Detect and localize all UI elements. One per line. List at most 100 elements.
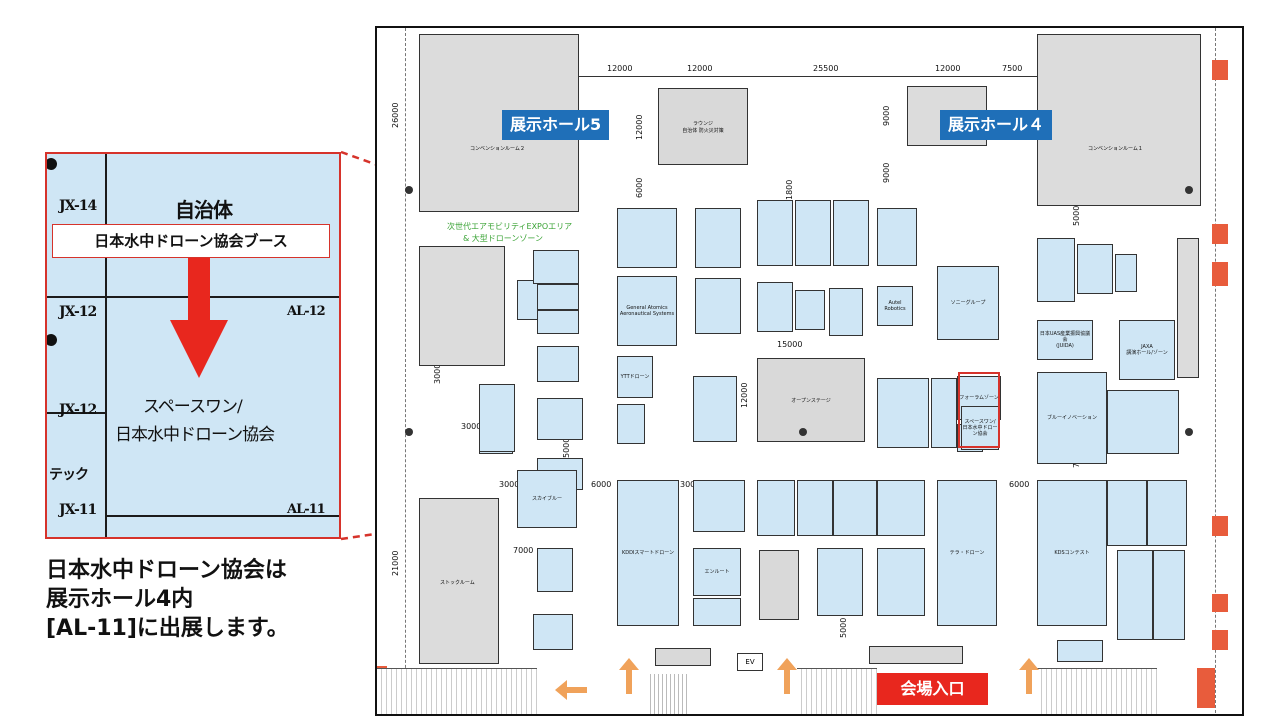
door-marker — [1212, 630, 1228, 650]
booth-kddi: KDDIスマートドローン — [617, 480, 679, 626]
entrance-desk — [869, 646, 963, 664]
dim-v: 9000 — [882, 162, 891, 183]
inset-label-jx12b: JX-12 — [59, 402, 97, 418]
dim-v: 5000 — [839, 617, 848, 638]
door-marker — [1212, 594, 1228, 612]
dim-v: 1800 — [785, 179, 794, 200]
dimension-line — [577, 76, 1047, 77]
booth — [833, 200, 869, 266]
dim-v: 5000 — [562, 437, 571, 458]
booth — [1153, 550, 1185, 640]
booth — [1147, 480, 1187, 546]
booth — [1115, 254, 1137, 292]
booth — [693, 376, 737, 442]
booth — [617, 404, 645, 444]
pillar-icon — [1185, 186, 1193, 194]
booth — [537, 310, 579, 334]
convention-room-1: コンベンションルーム１ — [1037, 34, 1201, 206]
dim-v: 6000 — [635, 177, 644, 198]
door-marker — [1212, 224, 1228, 244]
dim-top-1: 12000 — [607, 64, 633, 73]
booth — [757, 282, 793, 332]
booth — [1037, 238, 1075, 302]
lounge-booth: ラウンジ 自治体 防火災対策 — [658, 88, 748, 165]
booth-ytt: YTTドローン — [617, 356, 653, 398]
booth-kds: KDSコンテスト — [1037, 480, 1107, 626]
booth — [877, 548, 925, 616]
inset-label-jx12a: JX-12 — [59, 304, 97, 320]
zone-label-line-2: & 大型ドローンゾーン — [463, 234, 543, 243]
entrance-arrow-icon — [619, 658, 639, 694]
stairs — [377, 668, 537, 714]
booth-jaxa: JAXA 講演ホール/ゾーン — [1119, 320, 1175, 380]
inset-booth-name-2: 日本水中ドローン協会 — [115, 425, 275, 445]
booth — [695, 208, 741, 268]
booth-juida: 日本UAS産業振興協議会 (JUIDA) — [1037, 320, 1093, 360]
pillar-icon — [405, 186, 413, 194]
booth — [695, 278, 741, 334]
booth — [533, 614, 573, 650]
inset-label-al11: AL-11 — [287, 502, 326, 517]
dim-top-4: 12000 — [935, 64, 961, 73]
booth — [877, 480, 925, 536]
side-hall — [419, 246, 505, 366]
inset-label-al12: AL-12 — [287, 304, 326, 319]
entrance-arrow-icon — [777, 658, 797, 694]
target-booth-highlight — [958, 372, 1000, 448]
booth — [833, 480, 877, 536]
booth — [795, 290, 825, 330]
booth-grid — [877, 378, 929, 448]
booth — [537, 398, 583, 440]
stairs — [797, 668, 877, 714]
pillar-icon — [1185, 428, 1193, 436]
dim-stage: 15000 — [777, 340, 803, 349]
pillar-icon — [799, 428, 807, 436]
booth — [537, 548, 573, 592]
dim-misc: 6000 — [1009, 480, 1030, 489]
inset-booth-name-1: スペースワン/ — [143, 397, 243, 417]
booth: スカイブルー — [517, 470, 577, 528]
inset-label-jx11: JX-11 — [59, 502, 97, 518]
floor-plan: 12000 12000 25500 12000 7500 15000 3000 … — [375, 26, 1244, 716]
stockroom: ストックルーム — [419, 498, 499, 664]
entrance-arrow-icon — [1019, 658, 1039, 694]
booth — [537, 284, 579, 310]
dim-top-2: 12000 — [687, 64, 713, 73]
booth-general-atomics: General Atomics Aeronautical Systems — [617, 276, 677, 346]
caption-line-3: [AL-11]に出展します。 — [46, 616, 289, 641]
door-marker — [1212, 60, 1228, 80]
hall-4-label: 展示ホール４ — [940, 110, 1053, 140]
stairs — [647, 674, 687, 714]
zoom-inset: JX-14 自治体 JX-12 AL-12 JX-12 テック JX-11 AL… — [45, 152, 341, 539]
stockroom-label: ストックルーム — [440, 580, 475, 586]
booth — [479, 384, 515, 452]
booth — [797, 480, 833, 536]
caption-line-2: 展示ホール4内 — [46, 587, 194, 612]
zone-label-line-1: 次世代エアモビリティEXPOエリア — [447, 222, 573, 231]
open-stage: オープンステージ — [757, 358, 865, 442]
booth-terra-drone: テラ・ドローン — [937, 480, 997, 626]
caption: 日本水中ドローン協会は 展示ホール4内 [AL-11]に出展します。 — [46, 556, 366, 643]
booth — [931, 378, 957, 448]
elevator: EV — [737, 653, 763, 671]
inset-cell-jx11 — [47, 412, 107, 537]
dim-v: 12000 — [635, 114, 644, 140]
booth-autel: Autel Robotics — [877, 286, 913, 326]
dim-left-26000: 26000 — [391, 102, 400, 128]
booth — [829, 288, 863, 336]
dim-top-3: 25500 — [813, 64, 839, 73]
booth — [817, 548, 863, 616]
inset-label-tech: テック — [49, 467, 89, 483]
dim-top-5: 7500 — [1002, 64, 1023, 73]
stairs — [1037, 668, 1157, 714]
booth: エンルート — [693, 548, 741, 596]
booth-callout-label: 日本水中ドローン協会ブース — [52, 224, 330, 258]
dim-misc: 7000 — [513, 546, 534, 555]
dim-left-21000: 21000 — [391, 550, 400, 576]
dim-misc: 6000 — [591, 480, 612, 489]
inset-cell-jx12 — [47, 296, 107, 414]
dim-misc: 3000 — [499, 480, 520, 489]
door-marker — [1212, 516, 1228, 536]
booth-blue-innovation: ブルーイノベーション — [1037, 372, 1107, 464]
down-arrow-icon — [188, 258, 210, 322]
